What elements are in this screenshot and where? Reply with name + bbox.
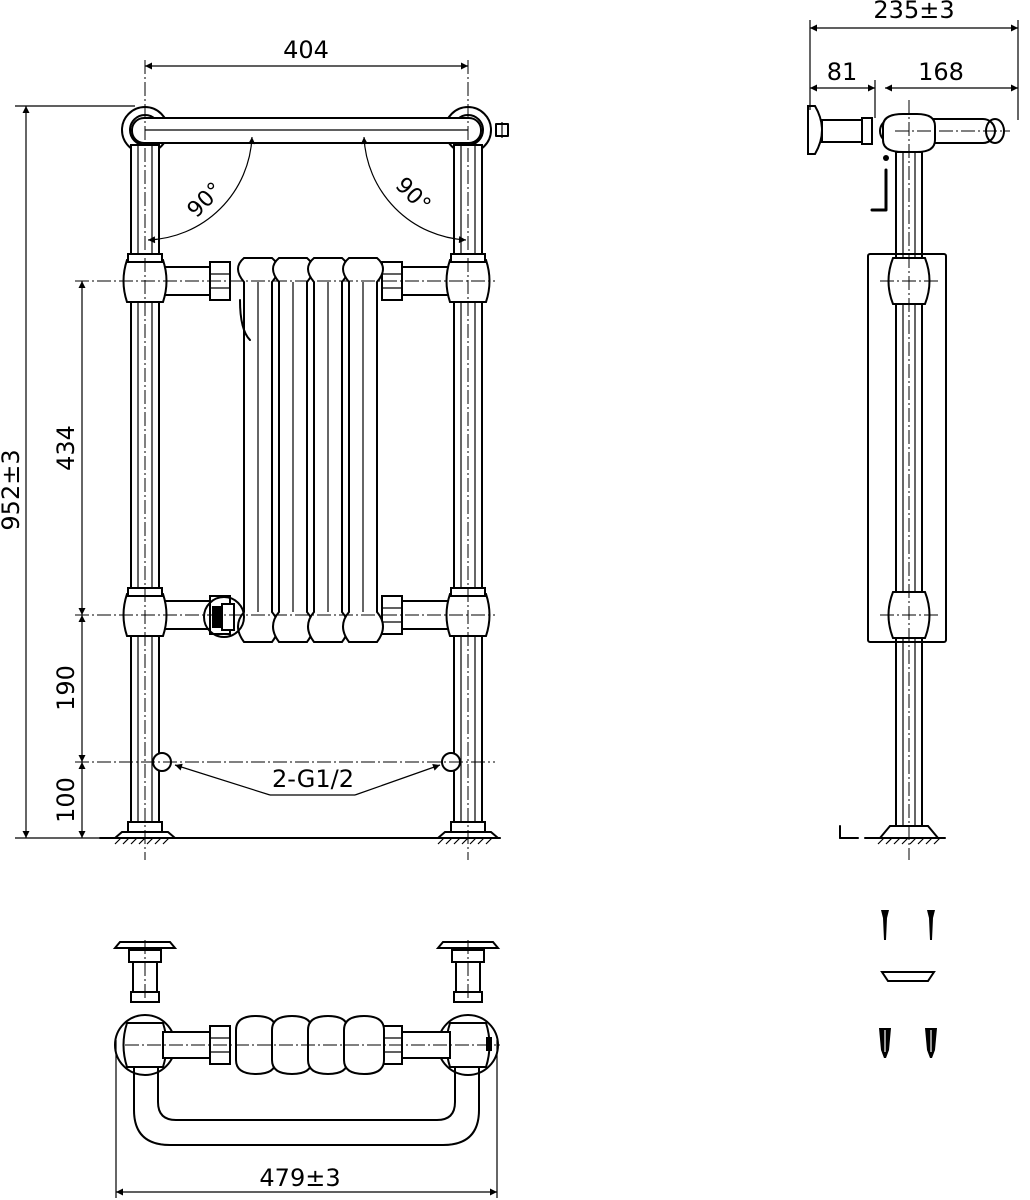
radiator-columns	[237, 257, 384, 643]
connection-label: 2-G1/2	[272, 765, 354, 793]
front-view: 90° 90° 2-G1/2	[75, 60, 509, 860]
fixings	[879, 910, 937, 1058]
dim-connection-height: 100	[52, 777, 80, 823]
dim-column-height: 434	[52, 425, 80, 471]
cover-plate-icon	[880, 971, 936, 982]
dim-lower-rail: 190	[52, 665, 80, 711]
angle-right-label: 90°	[390, 173, 435, 218]
angle-left-label: 90°	[183, 178, 228, 223]
wall-plug-icon	[879, 1028, 937, 1058]
dim-depth-total: 235±3	[873, 0, 954, 24]
dim-total-width: 479±3	[259, 1164, 340, 1192]
dim-height-total: 952±3	[0, 449, 25, 530]
screw-icon	[881, 910, 935, 940]
dim-wall-offset: 81	[827, 58, 858, 86]
dim-top-width: 404	[283, 36, 329, 64]
dim-rail-projection: 168	[918, 58, 964, 86]
floor-hatch	[114, 837, 493, 845]
side-view: 235±3 81 168	[807, 0, 1019, 860]
top-view: 479±3	[112, 940, 501, 1198]
front-dimensions: 404 952±3 434 190 100	[0, 36, 468, 839]
